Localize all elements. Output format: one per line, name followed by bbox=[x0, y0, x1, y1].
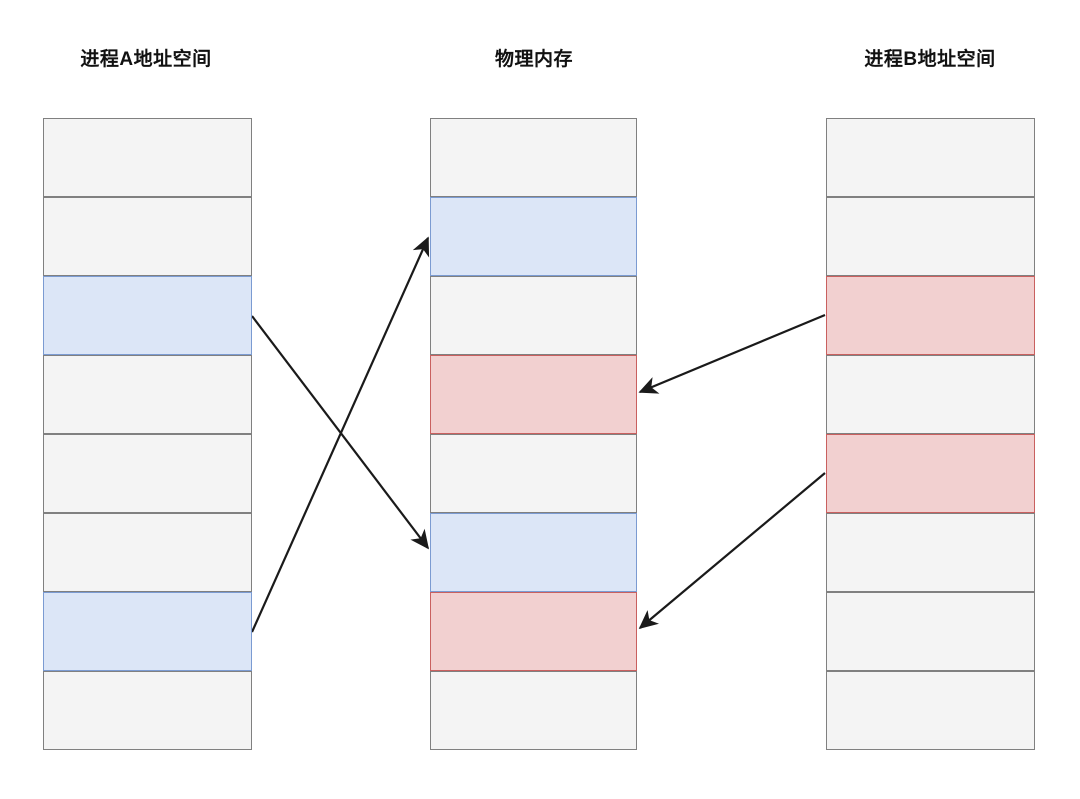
column-title-physical-memory: 物理内存 bbox=[494, 49, 573, 70]
memory-cell-process-a-1 bbox=[43, 197, 252, 276]
memory-column-physical-memory bbox=[430, 118, 637, 750]
memory-cell-process-a-6 bbox=[43, 592, 252, 671]
memory-cell-process-b-7 bbox=[826, 671, 1035, 750]
memory-cell-process-a-2 bbox=[43, 276, 252, 355]
column-title-process-b: 进程B地址空间 bbox=[864, 49, 996, 70]
memory-cell-process-b-2 bbox=[826, 276, 1035, 355]
memory-cell-process-a-0 bbox=[43, 118, 252, 197]
memory-column-process-b bbox=[826, 118, 1035, 750]
memory-cell-process-b-3 bbox=[826, 355, 1035, 434]
memory-cell-process-b-1 bbox=[826, 197, 1035, 276]
memory-cell-process-b-5 bbox=[826, 513, 1035, 592]
memory-cell-process-a-7 bbox=[43, 671, 252, 750]
memory-cell-physical-memory-6 bbox=[430, 592, 637, 671]
memory-cell-physical-memory-1 bbox=[430, 197, 637, 276]
arrow-b-cell2-to-phys-cell3 bbox=[638, 313, 826, 394]
memory-cell-physical-memory-2 bbox=[430, 276, 637, 355]
memory-cell-physical-memory-5 bbox=[430, 513, 637, 592]
arrow-b-cell4-to-phys-cell6 bbox=[638, 472, 826, 630]
memory-cell-physical-memory-7 bbox=[430, 671, 637, 750]
memory-cell-process-b-6 bbox=[826, 592, 1035, 671]
memory-cell-physical-memory-0 bbox=[430, 118, 637, 197]
memory-cell-process-b-0 bbox=[826, 118, 1035, 197]
column-title-process-a: 进程A地址空间 bbox=[80, 49, 212, 70]
memory-cell-process-a-3 bbox=[43, 355, 252, 434]
memory-cell-process-b-4 bbox=[826, 434, 1035, 513]
memory-cell-physical-memory-3 bbox=[430, 355, 637, 434]
arrow-a-cell6-to-phys-cell1 bbox=[250, 236, 430, 633]
memory-column-process-a bbox=[43, 118, 252, 750]
memory-cell-physical-memory-4 bbox=[430, 434, 637, 513]
memory-cell-process-a-5 bbox=[43, 513, 252, 592]
memory-cell-process-a-4 bbox=[43, 434, 252, 513]
arrow-a-cell2-to-phys-cell5 bbox=[251, 315, 429, 550]
